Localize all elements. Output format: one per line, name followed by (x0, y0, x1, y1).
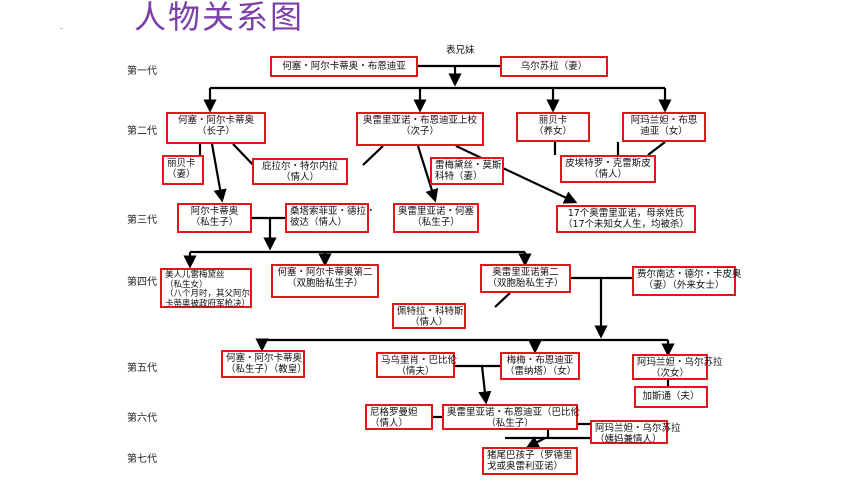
person-name: 雷梅黛丝・莫斯 (435, 160, 502, 171)
generation-label-5: 第五代 (127, 363, 157, 374)
person-name: 马乌里肖・巴比伦 (381, 355, 458, 366)
person-amaranta: 阿玛兰妲・布恩 迪亚（女） (622, 112, 706, 142)
person-name: 阿玛兰妲・乌尔苏拉 (637, 357, 723, 368)
person-rebeca: 丽贝卡 （养女） (516, 112, 590, 142)
person-name: 阿玛兰妲・乌尔苏拉 (595, 423, 681, 434)
generation-label-3: 第三代 (127, 215, 157, 226)
person-name: 丽贝卡 (167, 158, 196, 169)
person-role: （情人） (409, 317, 448, 328)
person-jose-arcadio-eldest: 何塞・阿尔卡蒂奥 （长子） (166, 112, 266, 144)
person-pig-tail-child: 猪尾巴孩子（罗德里 戈或奥雷利亚诺） (482, 447, 578, 475)
person-pietro-crespi: 皮埃特罗・克雷斯皮 （情人） (560, 155, 656, 183)
person-role: （私生子）（教皇） (226, 364, 307, 375)
generation-label-4: 第四代 (127, 277, 157, 288)
person-role: （妻）（外来女士） (643, 280, 725, 291)
person-gaston: 加斯通（夫） (634, 386, 708, 408)
person-santa-sofia: 桑塔索菲亚・德拉・ 彼达（情人） (285, 203, 376, 233)
person-mauricio-babilonia: 马乌里肖・巴比伦 （情夫） (376, 352, 458, 378)
person-remedios-moscote: 雷梅黛丝・莫斯 科特（妻） (430, 157, 504, 185)
person-arcadio: 阿尔卡蒂奥 （私生子） (177, 203, 252, 233)
person-aureliano-babilonia: 奥雷里亚诺・布恩迪亚（巴比伦 （私生子） (442, 404, 581, 430)
person-role: （次女） (650, 368, 689, 379)
person-role: （长子） (196, 126, 235, 137)
person-name: 阿玛兰妲・布恩 (630, 115, 698, 126)
person-role: 科特（妻） (435, 171, 483, 182)
person-jose-arcadio-buendia: 何塞・阿尔卡蒂奥・布恩迪亚 (270, 56, 418, 77)
person-role: （17个未知女人生，均被杀） (562, 219, 690, 230)
person-name: 乌尔苏拉（妻） (520, 61, 588, 72)
person-note: 卡蒂奥被政府军枪决） (165, 298, 251, 309)
person-fernanda-del-carpio: 费尔南达・德尔・卡皮奥 （妻）（外来女士） (632, 266, 742, 296)
person-name: 何塞・阿尔卡蒂奥 (226, 353, 303, 364)
person-name: 奥雷里亚诺・何塞 (398, 206, 475, 217)
person-name: 桑塔索菲亚・德拉・ (290, 206, 376, 217)
person-name: 美人儿雷梅黛丝 (165, 270, 225, 280)
person-role: （养女） (533, 126, 572, 137)
person-role: （情人） (370, 418, 409, 429)
person-colonel-aureliano: 奥雷里亚诺・布恩迪亚上校 （次子） (356, 112, 484, 146)
person-role: 戈或奥雷利亚诺） (487, 461, 564, 472)
person-role: 迪亚（女） (640, 126, 688, 137)
person-ursula: 乌尔苏拉（妻） (500, 56, 608, 77)
cousins-note: 表兄妹 (446, 45, 475, 56)
person-jose-arcadio-pope: 何塞・阿尔卡蒂奥 （私生子）（教皇） (221, 350, 307, 378)
corner-marker: . (60, 22, 63, 31)
person-name: 何塞・阿尔卡蒂奥・布恩迪亚 (282, 61, 406, 72)
person-role: （私生子） (190, 217, 239, 228)
person-role: （次子） (400, 126, 439, 137)
person-amaranta-ursula: 阿玛兰妲・乌尔苏拉 （次女） (632, 354, 723, 380)
person-role: （双胞胎私生子） (286, 278, 363, 289)
person-name: 佩特拉・科特斯 (397, 306, 464, 317)
generation-label-6: 第六代 (127, 413, 157, 424)
person-petra-cotes: 佩特拉・科特斯 （情人） (392, 303, 466, 329)
person-name: 奥雷里亚诺・布恩迪亚上校 (362, 115, 477, 126)
person-name: 阿尔卡蒂奥 (190, 206, 239, 217)
person-jose-arcadio-segundo: 何塞・阿尔卡蒂奥第二 （双胞胎私生子） (271, 264, 379, 298)
person-name: 加斯通（夫） (642, 391, 700, 402)
person-seventeen-aurelianos: 17个奥雷里亚诺，母亲姓氏 （17个未知女人生，均被杀） (556, 205, 696, 233)
page-title: 人物关系图 (134, 0, 305, 36)
person-name: 何塞・阿尔卡蒂奥 (177, 115, 254, 126)
person-role: 彼达（情人） (290, 217, 348, 228)
person-note: （八个月时，其父阿尔 (165, 289, 251, 299)
person-role: （情夫） (396, 366, 435, 377)
person-name: 奥雷里亚诺第二 (492, 267, 559, 278)
person-pilar-ternera: 庇拉尔・特尔内拉 （情人） (252, 158, 348, 185)
person-aureliano-jose: 奥雷里亚诺・何塞 （私生子） (393, 203, 479, 233)
person-name: 费尔南达・德尔・卡皮奥 (637, 269, 742, 280)
person-role: （私生女） (165, 279, 208, 290)
person-role: （私生子） (486, 418, 534, 429)
person-role: （妻） (167, 169, 196, 180)
person-role: （雷纳塔）（女） (505, 366, 577, 377)
person-name: 梅梅・布恩迪亚 (506, 355, 574, 366)
person-name: 奥雷里亚诺・布恩迪亚（巴比伦 (447, 407, 581, 418)
person-name: 17个奥雷里亚诺，母亲姓氏 (567, 208, 685, 219)
person-name: 猪尾巴孩子（罗德里 (487, 450, 573, 461)
person-rebeca-wife: 丽贝卡 （妻） (162, 155, 204, 185)
person-name: 何塞・阿尔卡蒂奥第二 (277, 267, 373, 278)
person-role: （情人） (588, 169, 627, 180)
person-role: （双胞胎私生子） (487, 278, 564, 289)
person-remedios-the-beauty: 美人儿雷梅黛丝 （私生女） （八个月时，其父阿尔 卡蒂奥被政府军枪决） (160, 268, 252, 308)
person-name: 皮埃特罗・克雷斯皮 (565, 158, 651, 169)
generation-label-2: 第二代 (127, 126, 157, 137)
person-meme: 梅梅・布恩迪亚 （雷纳塔）（女） (500, 352, 580, 380)
person-aureliano-segundo: 奥雷里亚诺第二 （双胞胎私生子） (480, 264, 571, 293)
person-nigromanta: 尼格罗曼妲 （情人） (365, 404, 433, 430)
person-name: 庇拉尔・特尔内拉 (261, 161, 338, 172)
person-role: （情人） (280, 172, 319, 183)
person-name: 尼格罗曼妲 (370, 407, 418, 418)
person-role: （姨妈兼情人） (595, 434, 662, 445)
generation-label-7: 第七代 (127, 454, 157, 465)
person-amaranta-ursula-aunt: 阿玛兰妲・乌尔苏拉 （姨妈兼情人） (590, 420, 681, 445)
person-role: （私生子） (412, 217, 460, 228)
person-name: 丽贝卡 (538, 115, 568, 126)
generation-label-1: 第一代 (127, 66, 157, 77)
